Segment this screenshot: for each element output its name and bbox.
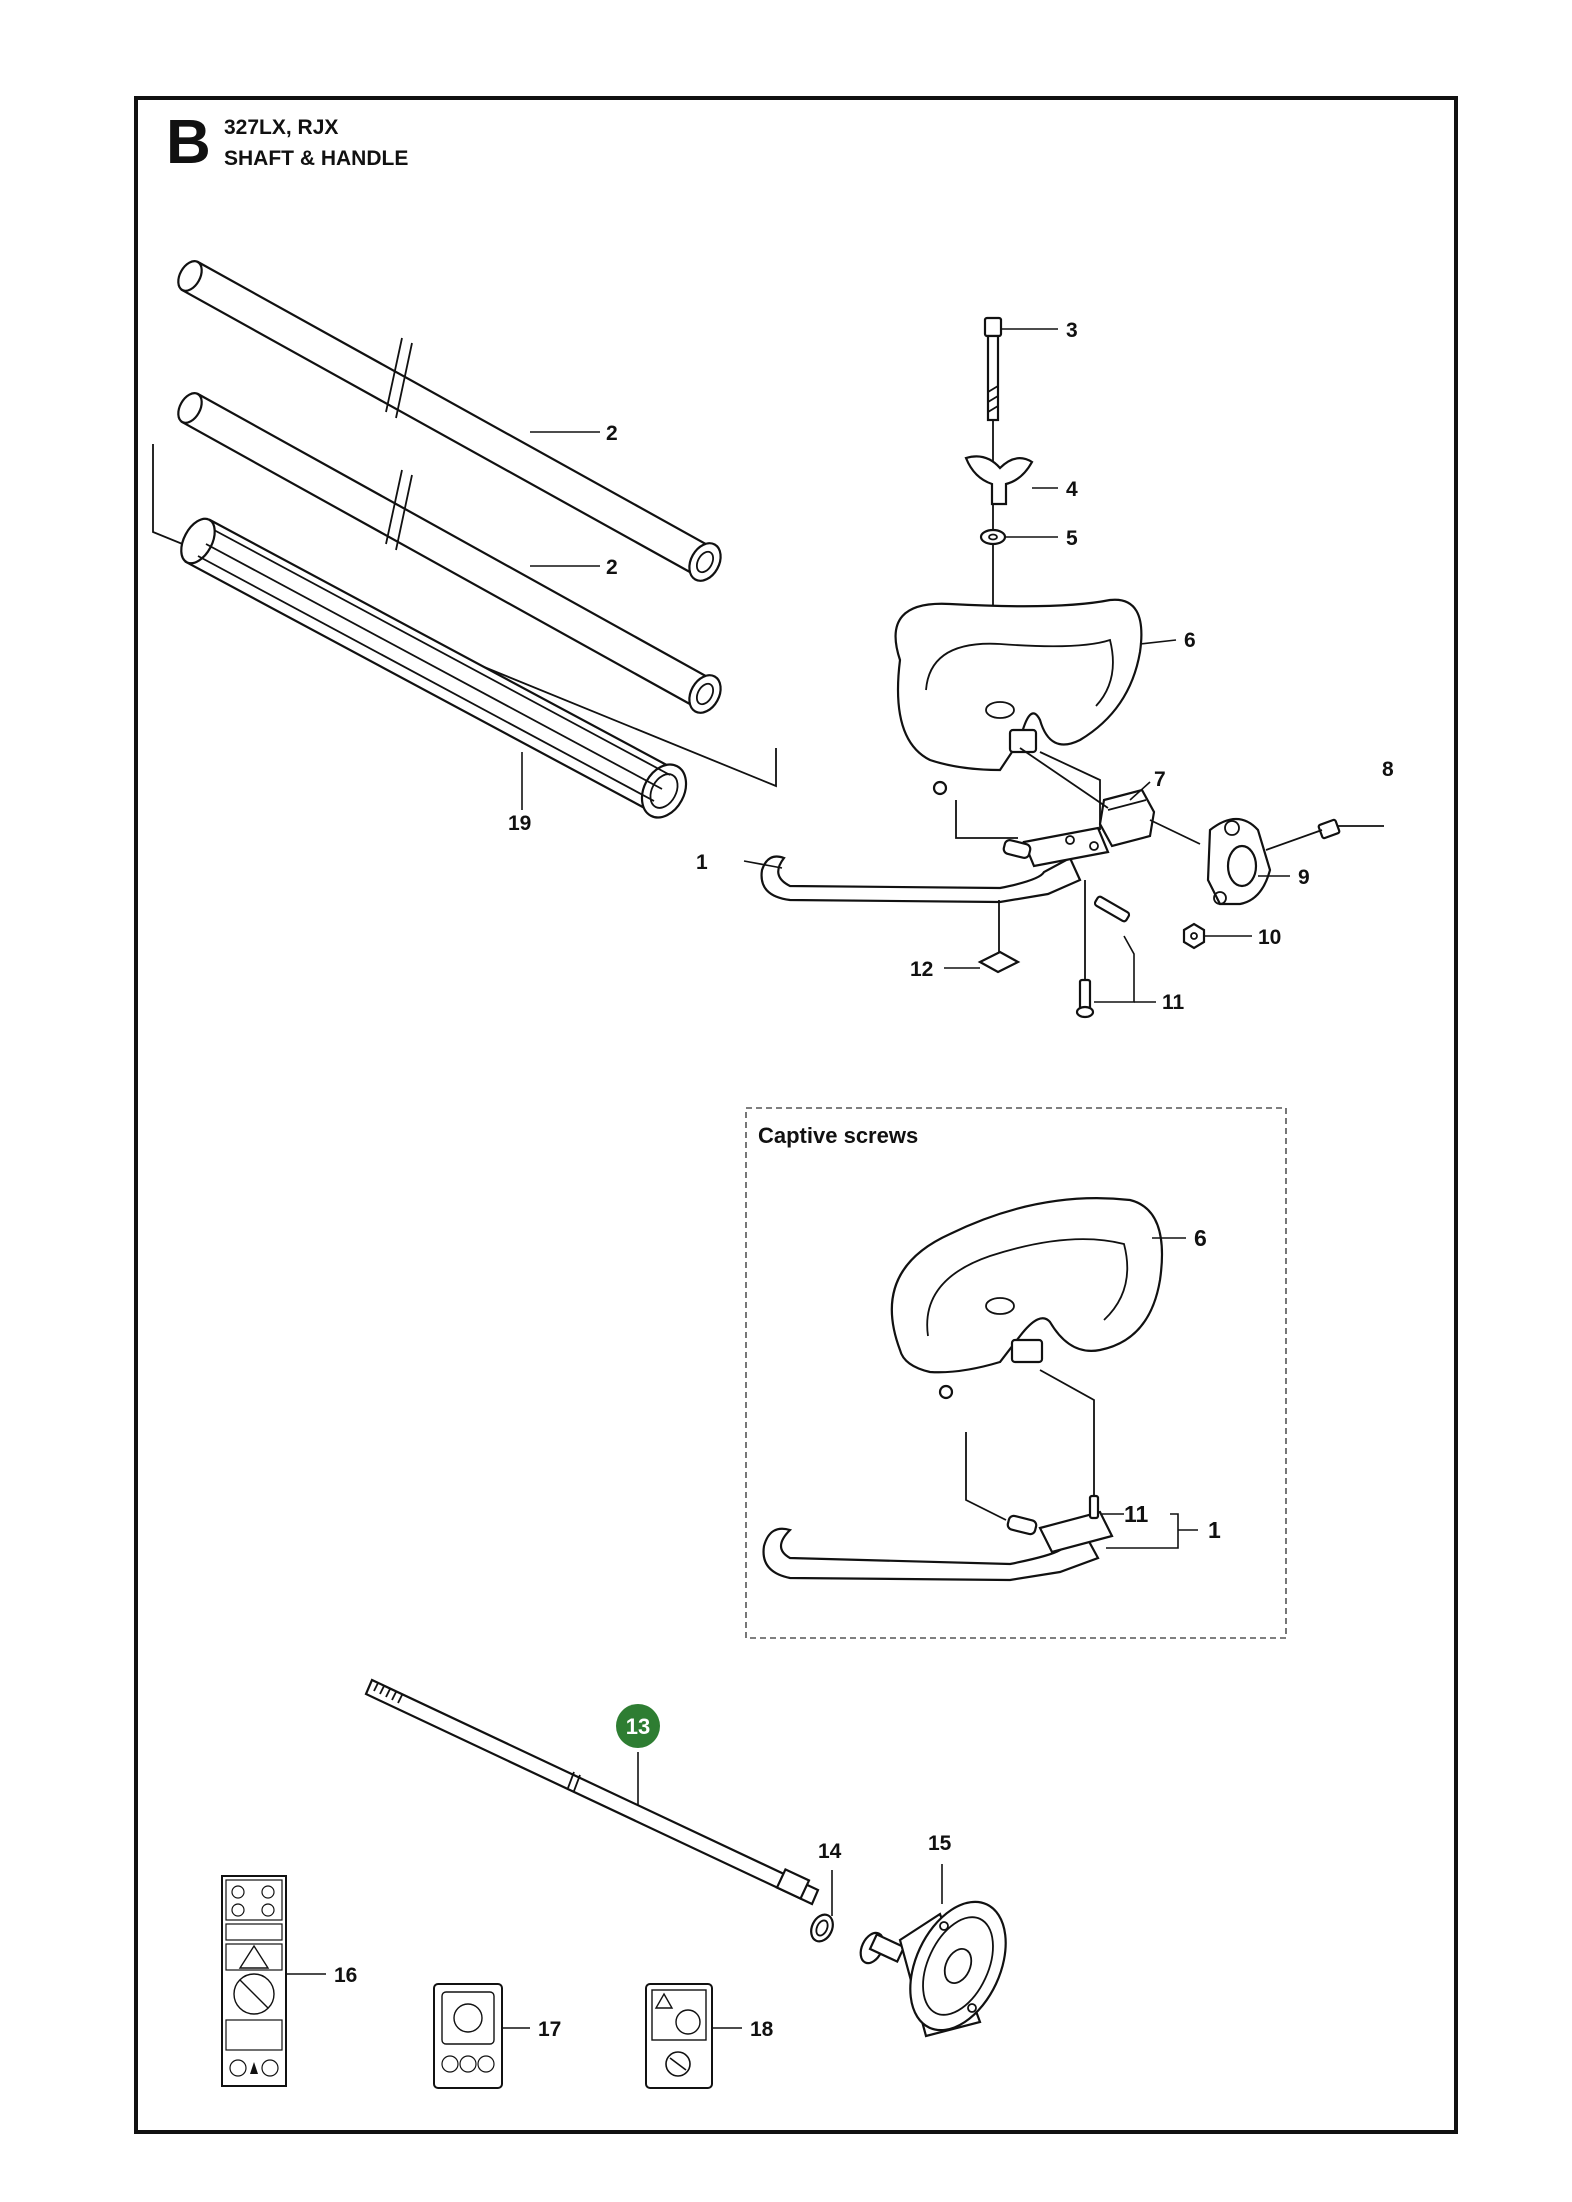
callout-19: 19 — [508, 812, 531, 835]
leader-lines-inset — [1102, 1237, 1198, 1549]
inset-callout-1: 1 — [1208, 1517, 1221, 1543]
callout-13: 13 — [626, 1714, 650, 1739]
callout-8: 8 — [1382, 758, 1394, 781]
callout-14: 14 — [818, 1840, 842, 1863]
leader-lines-upper — [521, 328, 1290, 1003]
callout-18: 18 — [750, 2018, 774, 2041]
inset-callout-6: 6 — [1194, 1225, 1207, 1251]
shaft-tube-upper — [177, 260, 722, 582]
captive-screws-inset-box — [745, 1107, 1287, 1639]
hex-nut — [1182, 922, 1206, 950]
handle-clamp-lower — [760, 751, 1110, 904]
callout-2-upper: 2 — [606, 422, 618, 445]
callout-5: 5 — [1066, 527, 1078, 550]
callout-15: 15 — [928, 1832, 952, 1855]
loop-handle-inset — [890, 1197, 1164, 1521]
callout-7: 7 — [1154, 768, 1166, 791]
callout-13-badge — [616, 1704, 660, 1748]
callout-17: 17 — [538, 2018, 561, 2041]
inset-title: Captive screws — [758, 1123, 919, 1148]
callout-9: 9 — [1298, 866, 1310, 889]
callout-4: 4 — [1066, 478, 1078, 501]
decal-17 — [433, 1983, 503, 2089]
square-nut — [977, 900, 1021, 974]
model-name: 327LX, RJX — [224, 116, 339, 139]
retaining-ring — [810, 1913, 834, 1943]
loop-handle-upper — [894, 598, 1143, 796]
clamp-block — [1019, 747, 1201, 848]
page-frame — [134, 96, 1458, 2134]
wing-nut — [964, 455, 1034, 506]
callout-3: 3 — [1066, 319, 1078, 342]
leader-lines-lower — [286, 1752, 943, 2029]
handle-clamp-inset — [762, 1494, 1114, 1582]
callout-12: 12 — [910, 958, 933, 981]
callout-1: 1 — [696, 851, 708, 874]
clutch-drum — [859, 1900, 1007, 2038]
clamp-bracket — [1206, 817, 1272, 906]
diagram-title: SHAFT & HANDLE — [224, 147, 409, 170]
grip-sleeve — [152, 444, 777, 819]
callout-16: 16 — [334, 1964, 357, 1987]
callout-10: 10 — [1258, 926, 1281, 949]
inset-callout-11: 11 — [1124, 1501, 1149, 1527]
drive-shaft — [364, 1678, 820, 1906]
washer — [979, 528, 1007, 546]
safety-decal-16 — [221, 1875, 287, 2087]
clamp-screw — [1265, 818, 1384, 851]
cap-screws — [1075, 880, 1131, 1019]
shaft-tube-lower — [177, 392, 722, 714]
callout-2-lower: 2 — [606, 556, 618, 579]
callout-11: 11 — [1162, 991, 1185, 1014]
section-letter: B — [166, 108, 211, 177]
callout-6: 6 — [1184, 629, 1196, 652]
decal-18 — [645, 1983, 713, 2089]
